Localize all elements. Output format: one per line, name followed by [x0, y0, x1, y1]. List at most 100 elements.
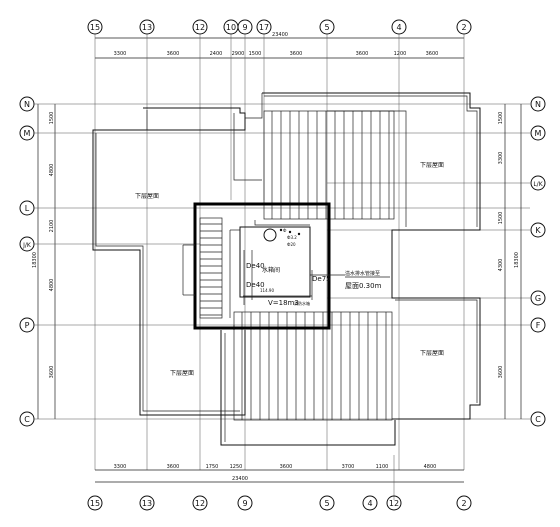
- axis-bubble: 15: [87, 495, 103, 511]
- dim-text: 3600: [356, 51, 369, 57]
- dim-text: 3300: [114, 51, 127, 57]
- pipe-label: De40: [246, 262, 265, 270]
- tank-volume: V=18m3: [268, 299, 299, 307]
- dim-text: 3600: [498, 366, 504, 379]
- dim-text: 3600: [290, 51, 303, 57]
- dim-text: 3300: [498, 152, 504, 165]
- svg-text:C: C: [535, 415, 541, 424]
- pump-icon: [263, 228, 277, 242]
- overflow-note-2: 屋面0.30m: [345, 282, 382, 290]
- right-dimension-chain: 18300 1500 3300 1500 4300 3600: [498, 104, 522, 419]
- svg-text:12: 12: [389, 499, 399, 508]
- tank-room-label: 水箱间: [262, 266, 280, 274]
- left-axis-group: N M L J/K P C: [19, 96, 35, 427]
- bottom-dimension-chain: 3300 3600 1750 1250 3600 3700 1100 4800 …: [95, 455, 464, 500]
- roof-label: 下层屋面: [135, 193, 159, 200]
- dim-text: 1500: [498, 112, 504, 125]
- dim-text: 4300: [498, 259, 504, 272]
- vertical-grid: [94, 34, 465, 470]
- axis-bubble: 12: [192, 19, 208, 35]
- axis-bubble: 13: [139, 19, 155, 35]
- horizontal-grid: [34, 103, 530, 420]
- axis-bubble: 2: [456, 495, 472, 511]
- bottom-axis-group: 15 13 12 9 5 4 12 2: [87, 495, 472, 511]
- pipe-label: De40: [246, 281, 265, 289]
- dim-text: 4800: [49, 279, 55, 292]
- dim-total: 23400: [272, 32, 288, 38]
- svg-text:L: L: [25, 204, 30, 213]
- svg-text:K: K: [535, 226, 541, 235]
- dim-text: 2100: [49, 220, 55, 233]
- svg-text:F: F: [536, 321, 541, 330]
- dim-text: 1200: [394, 51, 407, 57]
- dim-text: 2900: [232, 51, 245, 57]
- tank-note: Ф3.2: [287, 235, 297, 240]
- dim-text: 3600: [49, 366, 55, 379]
- axis-bubble: P: [19, 317, 35, 333]
- svg-text:13: 13: [142, 499, 152, 508]
- dim-text: 1250: [230, 464, 243, 470]
- svg-text:N: N: [24, 100, 30, 109]
- axis-bubble: 15: [87, 19, 103, 35]
- inner-stair: [199, 217, 223, 319]
- axis-bubble: G: [530, 290, 546, 306]
- svg-text:M: M: [535, 129, 542, 138]
- axis-bubble: 12: [386, 495, 402, 511]
- svg-text:12: 12: [195, 23, 205, 32]
- dim-text: 3600: [167, 464, 180, 470]
- dim-text: 1750: [206, 464, 219, 470]
- axis-bubble: 4: [391, 19, 407, 35]
- axis-bubble: 5: [319, 495, 335, 511]
- roof-outline: [92, 92, 481, 446]
- svg-text:17: 17: [259, 23, 269, 32]
- dim-text: 1100: [376, 464, 389, 470]
- tank-note: Ф: [283, 228, 287, 233]
- tank-note: Ф20: [287, 242, 296, 247]
- overflow-annotation: 溢水排水管接至 屋面0.30m: [345, 270, 390, 290]
- svg-text:5: 5: [324, 499, 329, 508]
- dim-text: 3700: [342, 464, 355, 470]
- svg-text:15: 15: [90, 499, 100, 508]
- roof-hatching-lower: [233, 311, 393, 421]
- dim-text: 3600: [280, 464, 293, 470]
- svg-text:4: 4: [396, 23, 401, 32]
- dim-text: 4800: [424, 464, 437, 470]
- svg-text:10: 10: [226, 23, 236, 32]
- right-axis-group: N M L/K K G F C: [530, 96, 546, 427]
- svg-text:G: G: [535, 294, 541, 303]
- axis-bubble: 17: [256, 19, 272, 35]
- axis-bubble: 2: [456, 19, 472, 35]
- svg-text:L/K: L/K: [533, 181, 543, 188]
- axis-bubble: 12: [192, 495, 208, 511]
- svg-text:N: N: [535, 100, 541, 109]
- dim-text: 3600: [167, 51, 180, 57]
- dim-text: 1500: [498, 212, 504, 225]
- dim-text: 1500: [49, 112, 55, 125]
- axis-bubble: J/K: [19, 236, 35, 252]
- axis-bubble: C: [530, 411, 546, 427]
- dim-text: 2400: [210, 51, 223, 57]
- axis-bubble: 13: [139, 495, 155, 511]
- svg-text:2: 2: [461, 499, 466, 508]
- svg-text:4: 4: [367, 499, 372, 508]
- left-dimension-chain: 18300 1500 4800 2100 4800 3600: [32, 104, 56, 419]
- tank-room-wall: [193, 202, 331, 330]
- roof-label: 下层屋面: [170, 370, 194, 377]
- dim-total: 23400: [232, 476, 248, 482]
- tank-room: Ф Ф3.2 Ф20 水箱间 De40 De40 De75 114.90 V=1…: [182, 202, 345, 330]
- axis-bubble: L/K: [530, 175, 546, 191]
- axis-bubble: L: [19, 200, 35, 216]
- svg-text:P: P: [25, 321, 30, 330]
- pipe-label: De75: [312, 275, 331, 283]
- axis-bubble: N: [530, 96, 546, 112]
- roof-label: 下层屋面: [420, 350, 444, 357]
- axis-bubble: 10: [223, 19, 239, 35]
- axis-bubble: K: [530, 222, 546, 238]
- svg-text:9: 9: [242, 23, 247, 32]
- axis-bubble: 4: [362, 495, 378, 511]
- pipe-label: 114.90: [260, 288, 274, 293]
- svg-text:2: 2: [461, 23, 466, 32]
- svg-text:12: 12: [195, 499, 205, 508]
- svg-text:9: 9: [242, 499, 247, 508]
